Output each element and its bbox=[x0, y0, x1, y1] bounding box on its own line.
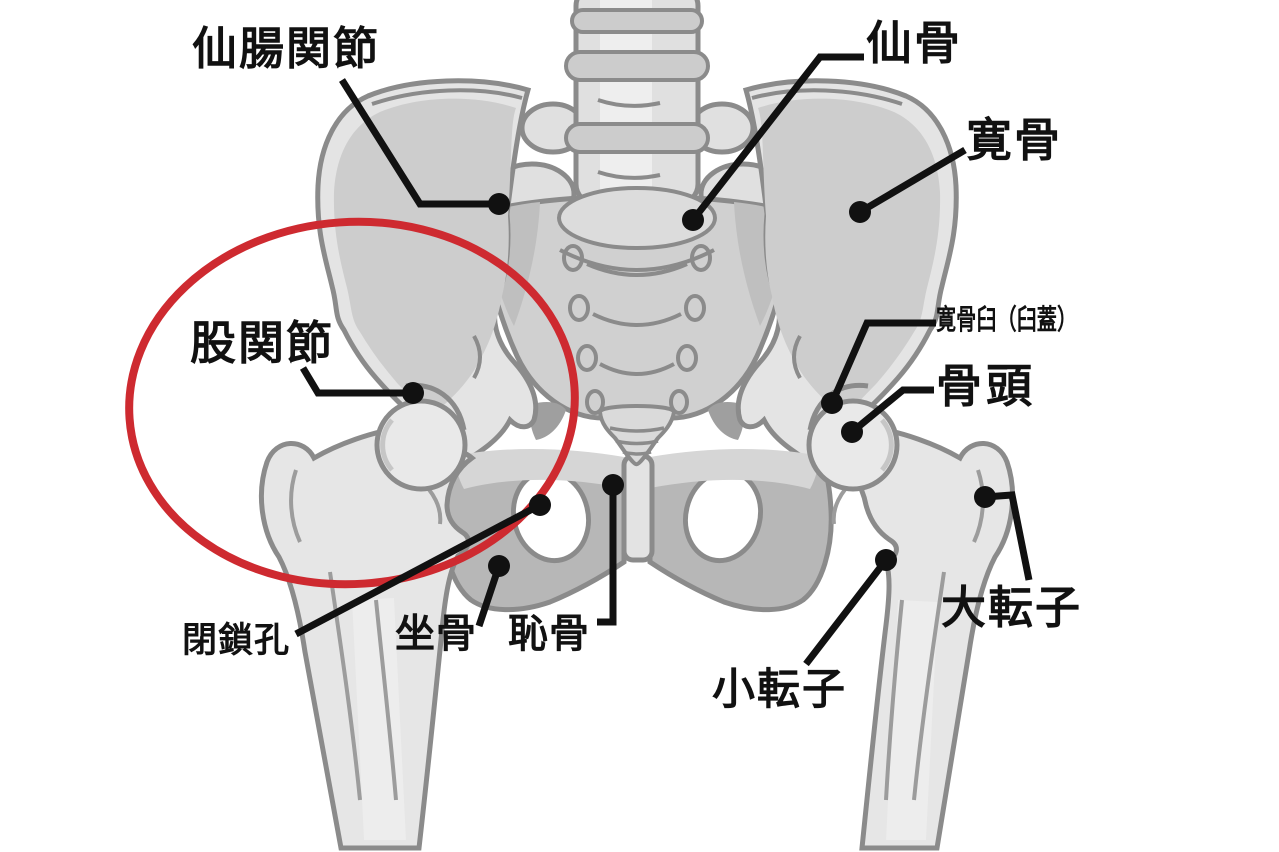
left-femoral-head bbox=[374, 398, 468, 492]
leader-obturator-foramen bbox=[294, 501, 542, 638]
label-sacroiliac-joint: 仙腸関節 bbox=[192, 23, 381, 74]
leader-lesser-trochanter bbox=[803, 557, 889, 667]
left-femur bbox=[258, 382, 477, 851]
leader-hip-joint bbox=[299, 366, 413, 397]
label-ischium: 坐骨 bbox=[395, 612, 477, 656]
leader-dots bbox=[402, 193, 996, 577]
leader-acetabulum bbox=[828, 319, 936, 405]
leader-femoral-head bbox=[849, 386, 934, 435]
sacrospinous-shadow-right bbox=[708, 402, 745, 440]
label-greater-trochanter: 大転子 bbox=[941, 582, 1083, 633]
leader-sacrum bbox=[690, 53, 864, 223]
leader-pubis bbox=[597, 485, 617, 626]
label-pubis: 恥骨 bbox=[508, 612, 590, 656]
label-sacrum: 仙骨 bbox=[866, 17, 962, 69]
sacrospinous-shadow-left bbox=[529, 402, 566, 440]
left-ilium bbox=[315, 78, 539, 473]
right-ilium bbox=[735, 78, 959, 473]
label-femoral-head: 骨頭 bbox=[936, 360, 1036, 412]
pubic-symphysis bbox=[621, 453, 655, 563]
label-obturator-foramen: 閉鎖孔 bbox=[182, 621, 291, 660]
label-acetabulum: 寛骨臼（臼蓋） bbox=[936, 304, 1078, 335]
right-femoral-head bbox=[806, 398, 900, 492]
leader-lines bbox=[294, 53, 1033, 667]
label-hip-joint: 股関節 bbox=[190, 317, 334, 369]
right-femur bbox=[806, 382, 1016, 851]
label-lesser-trochanter: 小転子 bbox=[712, 666, 847, 714]
leader-sacroiliac-joint bbox=[339, 78, 499, 208]
label-hip-bone: 寛骨 bbox=[966, 114, 1062, 166]
sacral-foramina bbox=[562, 244, 712, 418]
sacrum-bone bbox=[477, 186, 797, 421]
coccyx bbox=[597, 404, 677, 467]
hip-joint-highlight-ellipse bbox=[125, 217, 579, 589]
leader-hip-bone bbox=[858, 146, 967, 216]
